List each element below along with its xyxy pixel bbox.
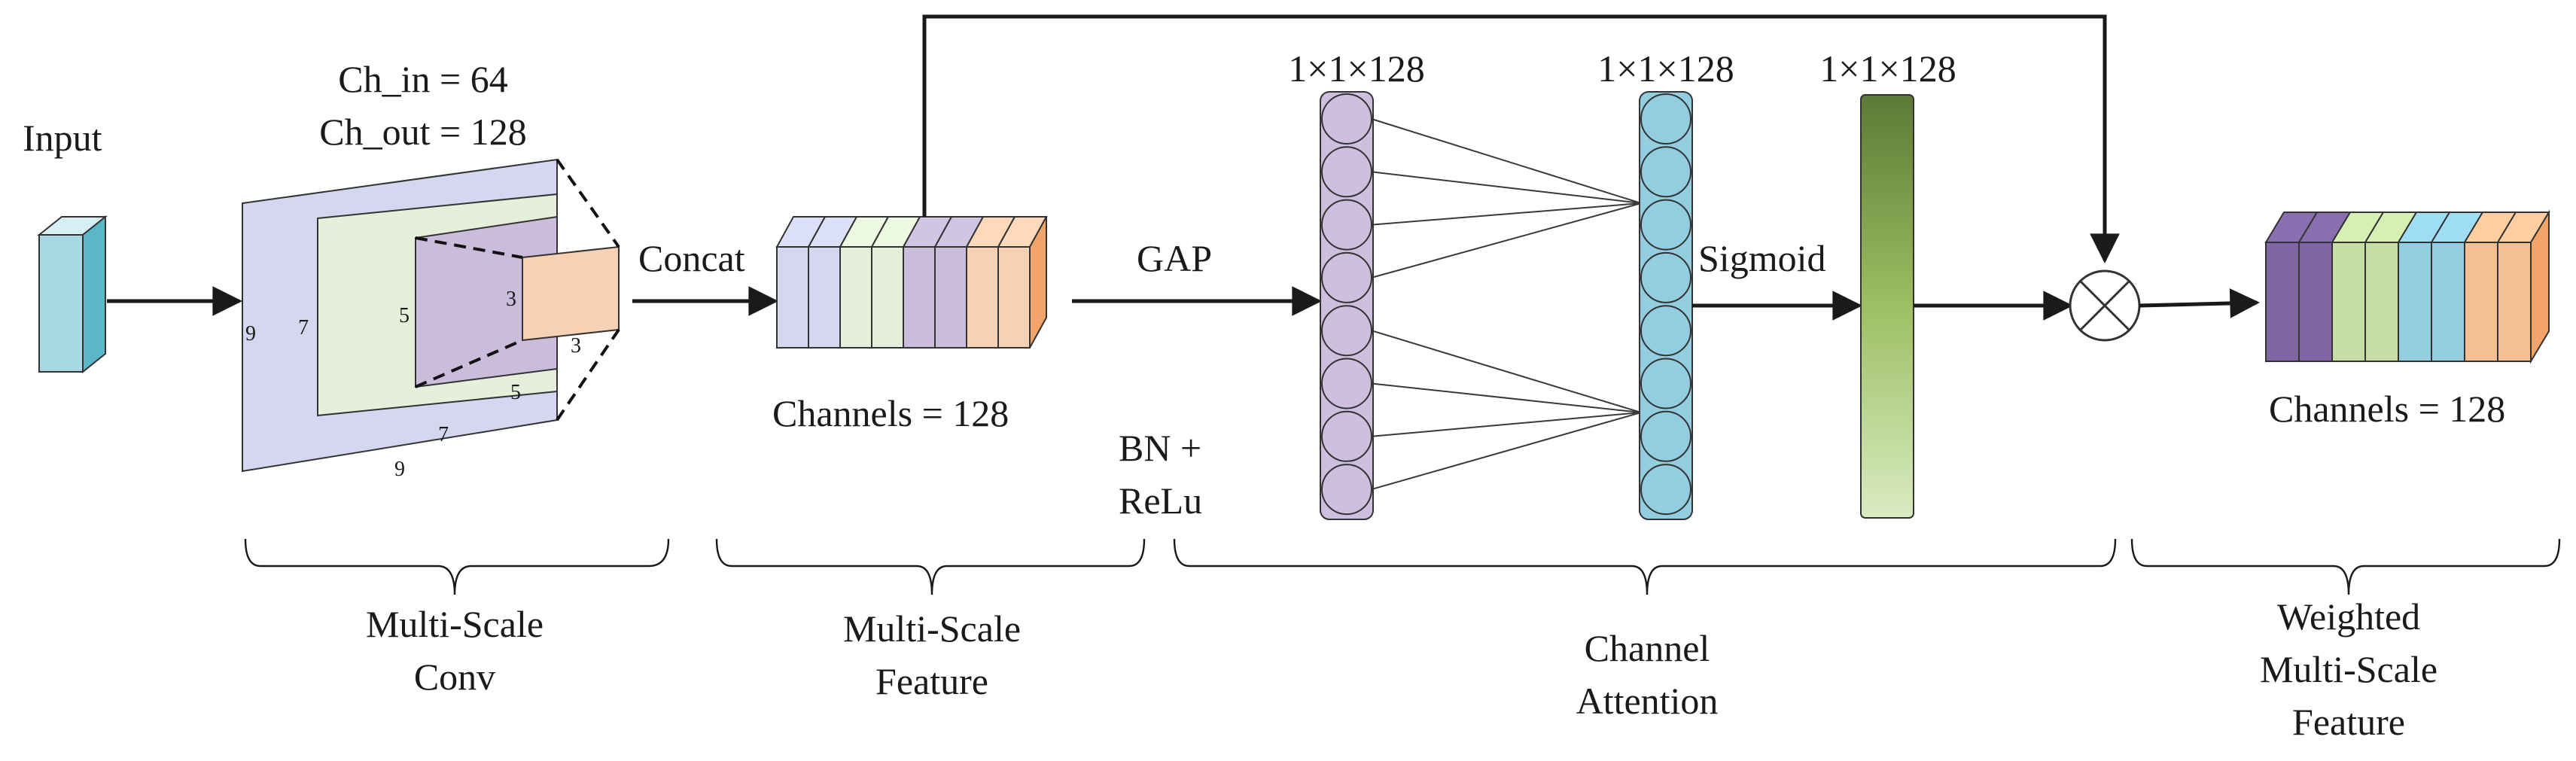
neuron-circle	[1321, 358, 1372, 409]
kernel-9-left: 9	[245, 322, 256, 345]
fc-edge	[1371, 412, 1642, 437]
neuron-circle	[1640, 93, 1691, 145]
dim-label-2: 1×1×128	[1597, 47, 1734, 90]
fc-edge	[1371, 330, 1642, 413]
neuron-circle	[1640, 464, 1691, 516]
neuron-circle	[1321, 199, 1372, 251]
feature-slice	[965, 216, 1016, 349]
weighted-slice	[2297, 212, 2352, 362]
input-block	[37, 215, 108, 374]
kernel-5-left: 5	[399, 304, 410, 327]
fc-edge	[1371, 118, 1642, 204]
weighted-slice	[2331, 212, 2385, 362]
fc-edge	[1371, 382, 1642, 413]
neuron-circle	[1640, 410, 1691, 462]
kernel-5-bottom: 5	[510, 381, 521, 404]
neuron-circle	[1321, 146, 1372, 198]
fc-edge	[1371, 202, 1642, 279]
section-weighted-line1: Weighted	[2277, 595, 2420, 638]
section-conv-line2: Conv	[414, 656, 495, 698]
circle-layer-1	[1321, 93, 1372, 516]
bn-label-line1: BN +	[1119, 427, 1201, 469]
neuron-circle	[1321, 251, 1372, 303]
weighted-slice	[2430, 212, 2484, 362]
brace-channel-attention	[1173, 538, 2117, 595]
weighted-slice	[2364, 212, 2418, 362]
dim-label-3: 1×1×128	[1819, 47, 1956, 90]
kernel-9-bottom: 9	[394, 458, 405, 481]
sigmoid-label: Sigmoid	[1698, 237, 1825, 279]
brace-multi-scale-feature	[715, 538, 1146, 595]
ch-out-label: Ch_out = 128	[319, 111, 526, 153]
section-attention-line2: Attention	[1576, 680, 1719, 722]
sigmoid-weight-bar	[1860, 94, 1914, 519]
concat-label: Concat	[638, 237, 745, 279]
output-arrow	[2139, 288, 2260, 318]
input-label: Input	[23, 117, 102, 159]
multiply-icon	[2069, 269, 2141, 342]
neuron-circle	[1640, 305, 1691, 357]
kernel-3-left: 3	[506, 288, 516, 311]
concat-feature-block	[775, 216, 1048, 349]
feature-slice	[997, 216, 1048, 349]
fc-connections	[1371, 118, 1642, 491]
section-weighted-line2: Multi-Scale	[2260, 648, 2437, 690]
weighted-slice	[2463, 212, 2517, 362]
neuron-circle	[1321, 464, 1372, 516]
bn-label-line2: ReLu	[1119, 479, 1202, 522]
weighted-block-side	[2530, 209, 2550, 364]
brace-weighted-feature	[2130, 538, 2561, 595]
multi-scale-conv-kernels	[242, 158, 620, 473]
neuron-circle	[1321, 305, 1372, 357]
section-feature-line1: Multi-Scale	[843, 607, 1021, 650]
projection-line-top	[556, 158, 620, 248]
kernel-3-bottom: 3	[571, 334, 581, 358]
neuron-circle	[1321, 93, 1372, 145]
feature-block-side	[1029, 216, 1047, 349]
section-conv-line1: Multi-Scale	[366, 603, 544, 645]
channels-out-label: Channels = 128	[2269, 388, 2505, 430]
brace-multi-scale-conv	[244, 538, 670, 595]
dim-label-1: 1×1×128	[1288, 47, 1424, 90]
fc-edge	[1371, 202, 1642, 226]
section-weighted-line3: Feature	[2292, 701, 2405, 743]
feature-slice	[807, 216, 858, 349]
channels-mid-label: Channels = 128	[772, 392, 1009, 434]
circle-layer-2	[1640, 93, 1691, 516]
section-feature-line2: Feature	[875, 660, 988, 702]
projection-line-bottom	[556, 328, 620, 422]
neuron-circle	[1640, 251, 1691, 303]
feature-slice	[870, 216, 921, 349]
feature-slice	[933, 216, 985, 349]
kernel-7-bottom: 7	[438, 423, 449, 446]
kernel-7-left: 7	[298, 316, 309, 339]
neuron-circle	[1640, 199, 1691, 251]
fc-edge	[1371, 171, 1642, 204]
weighted-feature-block	[2264, 209, 2550, 364]
skip-connection-arrow	[922, 14, 2120, 263]
neuron-circle	[1640, 146, 1691, 198]
ch-in-label: Ch_in = 64	[338, 58, 507, 100]
kernel-3x3	[522, 245, 620, 342]
neuron-circle	[1640, 358, 1691, 409]
neuron-circle	[1321, 410, 1372, 462]
fc-edge	[1371, 412, 1642, 491]
gap-label: GAP	[1137, 237, 1212, 279]
section-attention-line1: Channel	[1585, 627, 1710, 669]
